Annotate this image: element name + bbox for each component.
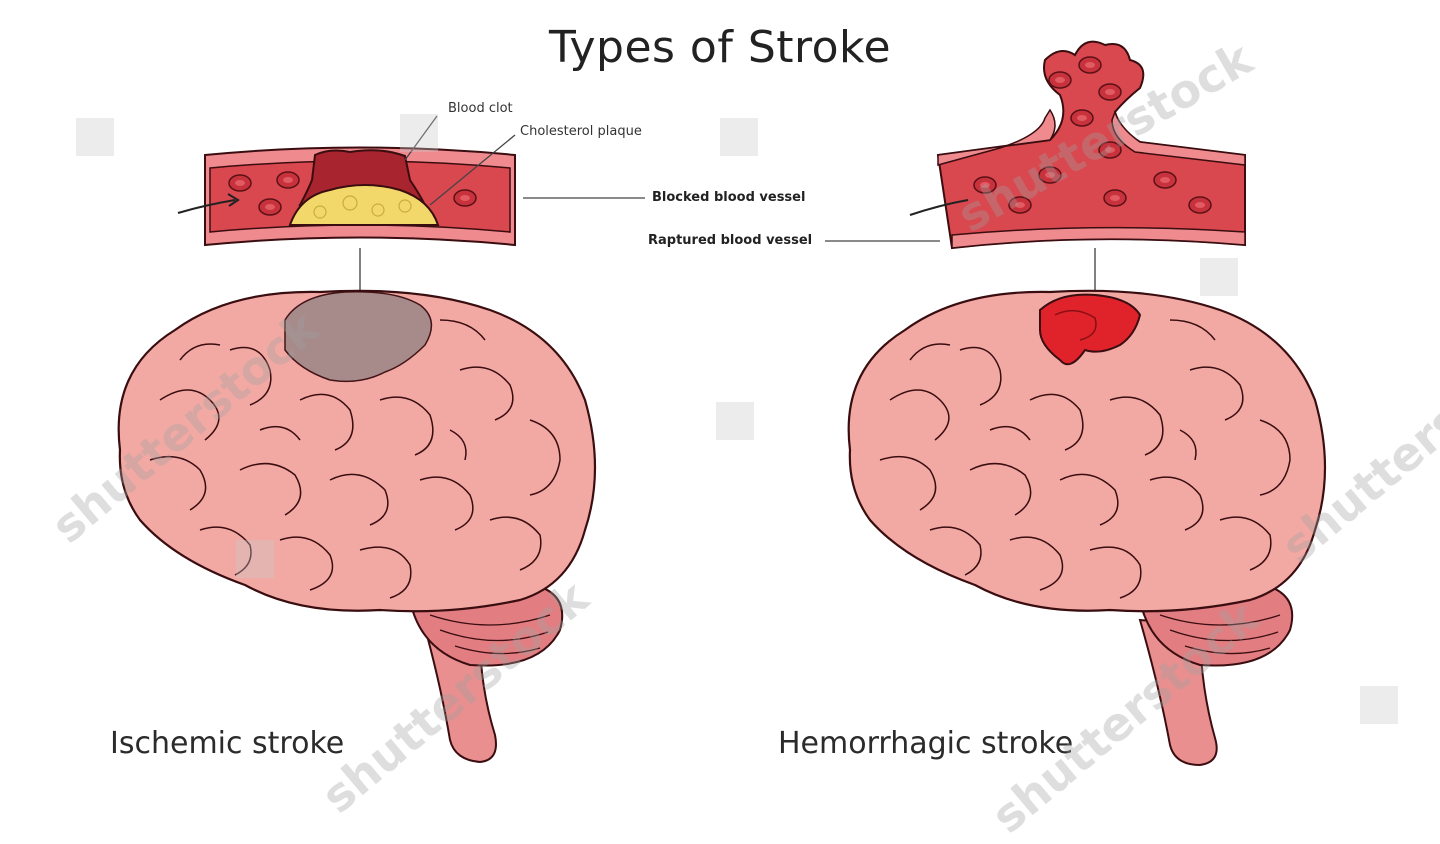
right-brain-illustration (849, 291, 1325, 765)
ischemic-caption: Ischemic stroke (110, 726, 344, 761)
watermark-box (716, 402, 754, 440)
watermark-box (236, 540, 274, 578)
raptured-vessel-label: Raptured blood vessel (648, 233, 812, 248)
watermark-box (400, 114, 438, 152)
watermark-box (1200, 258, 1238, 296)
left-brain-illustration (119, 291, 595, 762)
cholesterol-plaque-label: Cholesterol plaque (520, 124, 642, 139)
watermark-box (1360, 686, 1398, 724)
blocked-vessel-label: Blocked blood vessel (652, 190, 805, 205)
hemorrhagic-caption: Hemorrhagic stroke (778, 726, 1073, 761)
watermark-box (720, 118, 758, 156)
stroke-diagram: Types of Stroke (0, 0, 1440, 793)
blood-clot-label: Blood clot (448, 101, 513, 116)
watermark-box (76, 118, 114, 156)
